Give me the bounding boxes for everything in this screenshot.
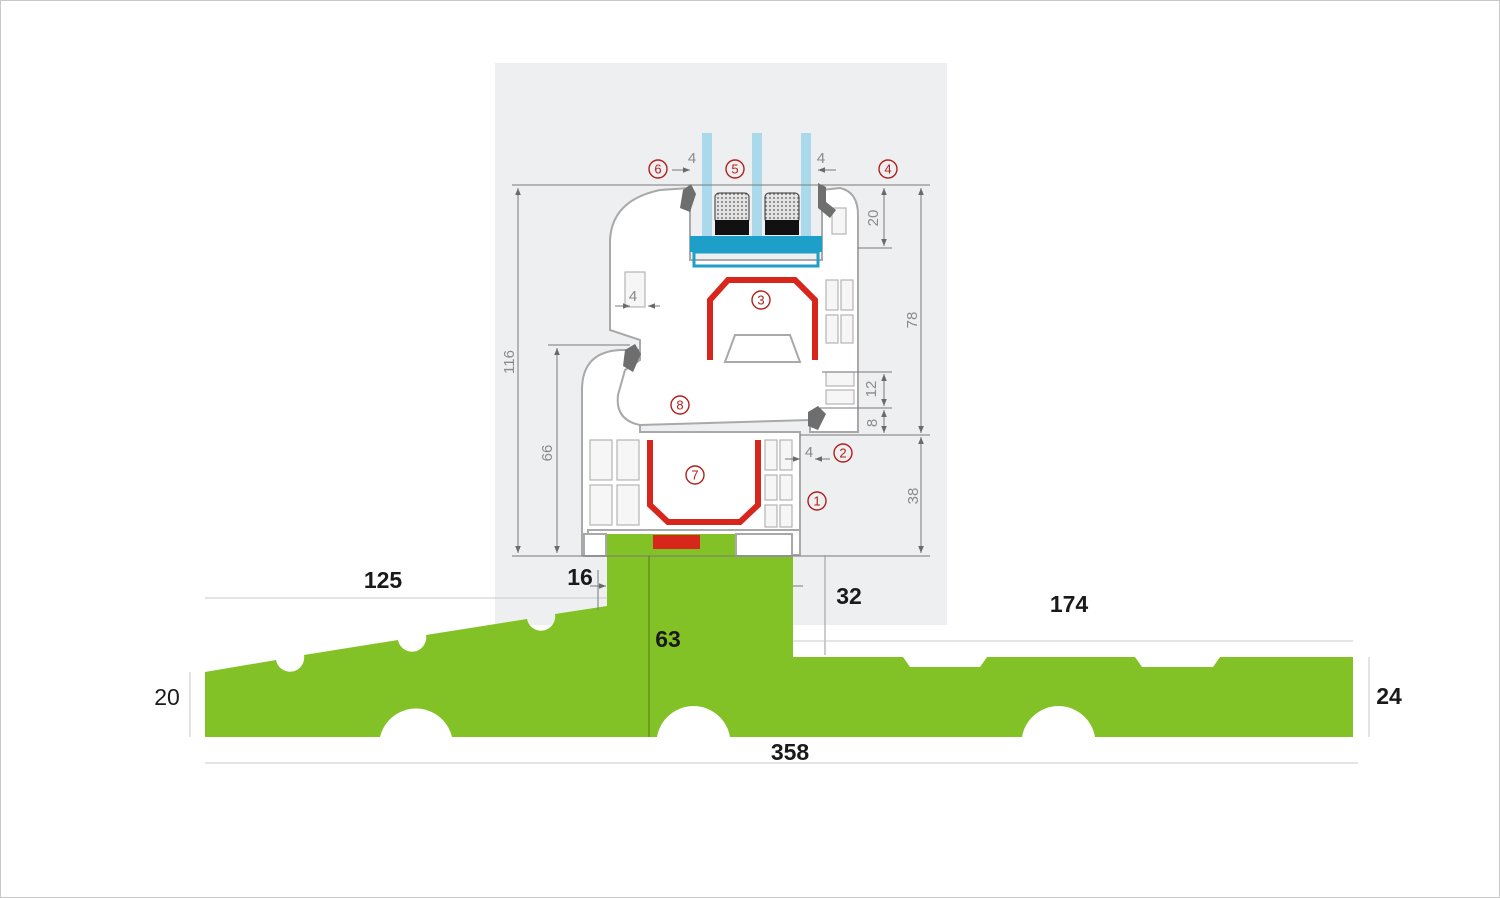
callout-4: 4 bbox=[878, 159, 898, 179]
spacer-seal bbox=[715, 220, 749, 235]
callout-5: 5 bbox=[725, 159, 745, 179]
dim-gasket-left: 4 bbox=[688, 150, 696, 167]
dim-frame-height: 66 bbox=[539, 445, 556, 462]
sash-reinforcement bbox=[707, 277, 818, 360]
frame-reinforcement bbox=[647, 440, 761, 525]
svg-text:7: 7 bbox=[691, 468, 698, 483]
gasket-icon bbox=[818, 183, 836, 218]
callout-2: 2 bbox=[833, 443, 853, 463]
dim-step-width: 16 bbox=[567, 564, 593, 590]
dim-sash-gasket: 4 bbox=[629, 288, 637, 305]
svg-text:1: 1 bbox=[813, 494, 820, 509]
dim-riser-height: 63 bbox=[655, 626, 681, 652]
spacer bbox=[764, 192, 800, 224]
dim-right-step: 32 bbox=[836, 583, 862, 609]
glazing-unit bbox=[690, 133, 822, 268]
dim-glazing-depth: 20 bbox=[865, 210, 882, 227]
dim-right-height: 24 bbox=[1376, 683, 1402, 709]
window-sill bbox=[205, 534, 1353, 737]
gasket-icon bbox=[808, 406, 826, 430]
callout-8: 8 bbox=[670, 395, 690, 415]
spacer-seal bbox=[765, 220, 799, 235]
svg-text:2: 2 bbox=[839, 446, 846, 461]
svg-text:4: 4 bbox=[884, 162, 891, 177]
dim-overall-height: 116 bbox=[501, 350, 518, 374]
frame-foot bbox=[583, 533, 607, 557]
callout-3: 3 bbox=[751, 290, 771, 310]
frame-foot bbox=[735, 533, 793, 557]
spacer bbox=[714, 192, 750, 224]
dim-frame-gasket: 4 bbox=[805, 444, 813, 461]
sill-reinforcement bbox=[653, 535, 700, 549]
profile-dimension-labels: 116 66 20 78 12 8 38 4 4 4 4 bbox=[501, 150, 922, 504]
svg-text:8: 8 bbox=[676, 398, 683, 413]
svg-text:6: 6 bbox=[654, 162, 661, 177]
dim-gap-lower: 8 bbox=[864, 419, 881, 427]
gasket-icon bbox=[623, 344, 641, 372]
callout-6: 6 bbox=[648, 159, 668, 179]
sash-profile bbox=[609, 186, 859, 433]
dim-gap-upper: 12 bbox=[863, 381, 880, 398]
dim-total-length: 358 bbox=[771, 739, 810, 765]
dim-frame-visible: 38 bbox=[905, 488, 922, 505]
dim-gasket-right: 4 bbox=[817, 150, 825, 167]
sill-dimension-labels: 125 16 63 32 174 20 24 358 bbox=[154, 564, 1402, 765]
dim-left-height: 20 bbox=[154, 684, 180, 710]
glazing-bead bbox=[690, 236, 822, 252]
profile-dimension-lines bbox=[512, 167, 930, 557]
gaskets bbox=[623, 183, 836, 430]
gasket-icon bbox=[680, 184, 696, 212]
dim-slope-length: 125 bbox=[364, 567, 403, 593]
callout-1: 1 bbox=[807, 491, 827, 511]
dim-flat-length: 174 bbox=[1050, 591, 1089, 617]
callouts: 1 2 3 4 5 6 7 8 bbox=[648, 159, 898, 511]
svg-text:3: 3 bbox=[757, 293, 764, 308]
glazing-bead-base bbox=[692, 250, 820, 268]
dim-sash-height: 78 bbox=[904, 312, 921, 329]
svg-text:5: 5 bbox=[731, 162, 738, 177]
callout-7: 7 bbox=[685, 465, 705, 485]
sill-dimension-lines bbox=[189, 555, 1370, 764]
